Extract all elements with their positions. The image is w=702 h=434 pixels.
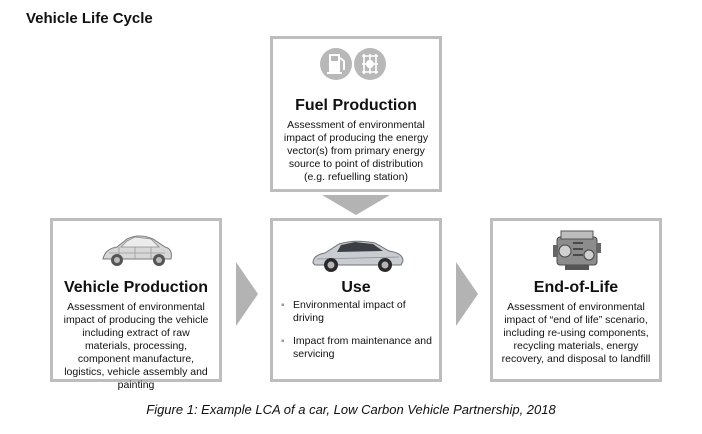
end-of-life-heading: End-of-Life [533,279,619,296]
list-item: ▪ Environmental impact of driving [279,299,433,325]
energy-grid-icon [354,48,386,80]
car-icon [312,240,404,272]
bullet-icon: ▪ [281,300,285,311]
fuel-pump-icon [320,48,352,80]
vehicle-production-box: Vehicle Production Assessment of environ… [50,218,222,391]
use-bullet-text: Environmental impact of driving [293,299,406,324]
arrow-right-2 [456,262,478,326]
vehicle-production-description: Assessment of environmental impact of pr… [63,301,209,391]
end-of-life-description: Assessment of environmental impact of “e… [501,301,651,365]
car-cutaway-icon [102,235,172,266]
vehicle-production-heading: Vehicle Production [63,279,209,296]
use-bullet-text: Impact from maintenance and servicing [293,335,432,360]
fuel-production-heading: Fuel Production [295,97,417,114]
bullet-icon: ▪ [281,336,285,347]
diagram-title: Vehicle Life Cycle [26,10,153,27]
use-box: Use ▪ Environmental impact of driving ▪ Im… [270,218,442,382]
engine-icon [553,230,601,270]
use-bullet-list: ▪ Environmental impact of driving ▪ Impact… [279,299,433,371]
figure-caption: Figure 1: Example LCA of a car, Low Carb… [146,402,556,417]
arrow-down [322,195,390,215]
arrow-right-1 [236,262,258,326]
fuel-icons [320,48,386,80]
use-heading: Use [341,279,371,296]
fuel-production-description: Assessment of environmental impact of pr… [283,119,429,183]
end-of-life-box: End-of-Life Assessment of environmental … [490,218,662,382]
list-item: ▪ Impact from maintenance and servicing [279,335,433,361]
